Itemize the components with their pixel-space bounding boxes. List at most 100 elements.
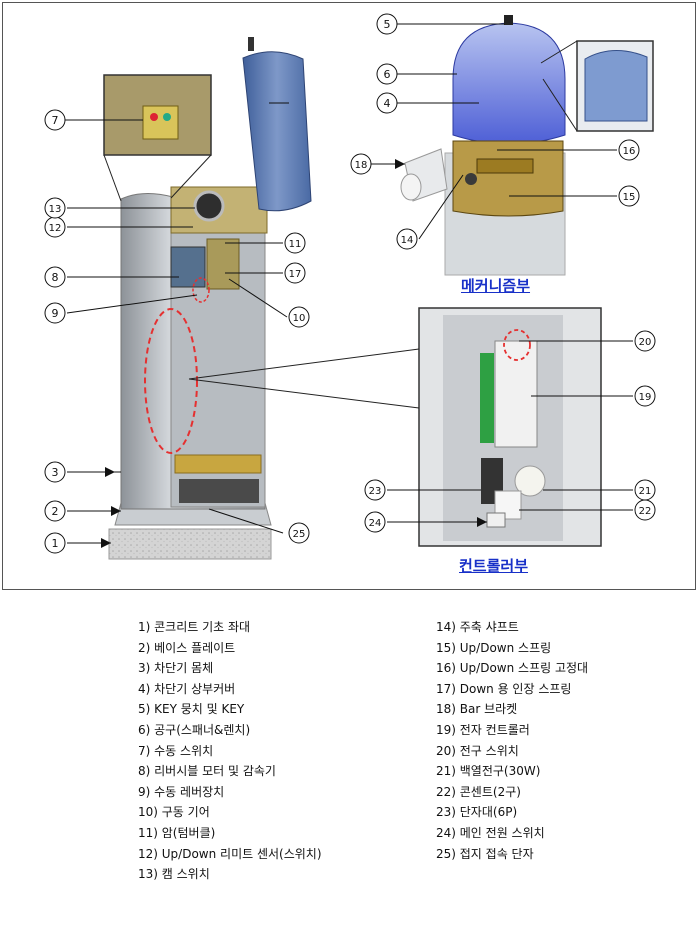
legend-item: 19) 전자 컨트롤러	[436, 722, 530, 737]
callout-18: 18	[350, 153, 372, 175]
callout-3: 3	[44, 461, 66, 483]
callout-circle	[44, 500, 66, 522]
callout-number: 9	[52, 307, 59, 320]
incandescent-bulb	[514, 465, 546, 497]
callout-circle	[376, 13, 398, 35]
controller-terminals	[480, 353, 494, 443]
latch-inset-cover	[584, 49, 648, 122]
legend-item: 6) 공구(스패너&렌치)	[138, 722, 251, 737]
legend-item: 5) KEY 뭉치 및 KEY	[138, 702, 245, 717]
drive-gear-area	[206, 238, 240, 290]
legend-item: 18) Bar 브라켓	[436, 702, 518, 717]
callout-circle	[288, 522, 310, 544]
callout-circle	[364, 479, 386, 501]
legend-item: 11) 암(텀버클)	[138, 825, 216, 840]
callout-22: 22	[634, 499, 656, 521]
callout-7: 7	[44, 109, 66, 131]
legend-item: 15) Up/Down 스프링	[436, 640, 552, 655]
latch-connector-a	[540, 40, 578, 64]
callout-4: 4	[376, 92, 398, 114]
callout-number: 10	[293, 313, 306, 324]
callout-11: 11	[284, 232, 306, 254]
legend-right-column: 14) 주축 샤프트 15) Up/Down 스프링 16) Up/Down 스…	[436, 617, 588, 864]
concrete-base	[108, 528, 272, 560]
legend-item: 25) 접지 접속 단자	[436, 846, 534, 861]
callout-number: 3	[52, 466, 59, 479]
inset-connector-right	[170, 154, 212, 199]
callout-circle	[44, 109, 66, 131]
callout-circle	[634, 385, 656, 407]
callout-13: 13	[44, 197, 66, 219]
callout-number: 7	[52, 114, 59, 127]
callout-21: 21	[634, 479, 656, 501]
cam-switch-gear	[193, 190, 225, 222]
bottom-bracket	[174, 454, 262, 474]
callout-number: 22	[639, 506, 652, 517]
callout-circle	[284, 262, 306, 284]
legend-item: 4) 차단기 상부커버	[138, 681, 236, 696]
callout-circle	[634, 499, 656, 521]
bulb-switch-highlight-ring	[503, 329, 531, 361]
spring-bar	[476, 158, 534, 174]
motor-unit	[170, 246, 206, 288]
callout-number: 25	[293, 529, 306, 540]
callout-17: 17	[284, 262, 306, 284]
callout-circle	[44, 532, 66, 554]
bar-bracket-tube	[400, 173, 422, 201]
callout-number: 1	[52, 537, 59, 550]
legend-item: 20) 전구 스위치	[436, 743, 519, 758]
callout-number: 2	[52, 505, 59, 518]
legend-item: 10) 구동 기어	[138, 805, 210, 820]
callout-10: 10	[288, 306, 310, 328]
controller-photo	[188, 307, 602, 547]
callout-number: 18	[355, 160, 368, 171]
legend-item: 14) 주축 샤프트	[436, 620, 519, 634]
legend-item: 12) Up/Down 리미트 센서(스위치)	[138, 846, 322, 861]
legend-item: 9) 수동 레버장치	[138, 784, 225, 799]
legend-item: 1) 콘크리트 기초 좌대	[138, 620, 251, 634]
callout-number: 17	[289, 269, 302, 280]
callout-12: 12	[44, 216, 66, 238]
callout-circle	[376, 63, 398, 85]
top-cover-open	[242, 51, 312, 212]
callout-number: 20	[639, 337, 652, 348]
latch-connector-b	[542, 78, 578, 132]
manual-switch-button-a	[150, 113, 158, 121]
callout-number: 16	[623, 146, 636, 157]
legend-item: 3) 차단기 몸체	[138, 661, 214, 676]
callout-circle	[44, 302, 66, 324]
callout-circle	[618, 139, 640, 161]
callout-number: 13	[49, 204, 62, 215]
legend-item: 2) 베이스 플레이트	[138, 640, 236, 655]
key-knob	[504, 15, 513, 25]
manual-switch-button-b	[163, 113, 171, 121]
legend-item: 23) 단자대(6P)	[436, 805, 518, 820]
controller-connector-b	[188, 378, 420, 409]
gear-highlight-ring	[192, 277, 210, 303]
callout-circle	[634, 330, 656, 352]
key-on-cover	[248, 37, 254, 51]
callout-15: 15	[618, 185, 640, 207]
callout-number: 15	[623, 192, 636, 203]
outlet	[494, 490, 522, 520]
callout-circle	[44, 266, 66, 288]
controller-connector-a	[188, 348, 420, 380]
barrier-main-unit	[103, 37, 312, 560]
leader-lines	[65, 23, 633, 544]
callout-19: 19	[634, 385, 656, 407]
callout-5: 5	[376, 13, 398, 35]
callout-number: 21	[639, 486, 652, 497]
callout-20: 20	[634, 330, 656, 352]
legend-item: 17) Down 용 인장 스프링	[436, 681, 572, 696]
legend-item: 16) Up/Down 스프링 고정대	[436, 661, 589, 676]
manual-switch-plate	[142, 105, 179, 140]
callout-number: 19	[639, 392, 652, 403]
inset-connector-left	[103, 154, 122, 202]
callout-16: 16	[618, 139, 640, 161]
callout-24: 24	[364, 511, 386, 533]
callout-circle	[396, 228, 418, 250]
callout-1: 1	[44, 532, 66, 554]
callout-number: 14	[401, 235, 414, 246]
